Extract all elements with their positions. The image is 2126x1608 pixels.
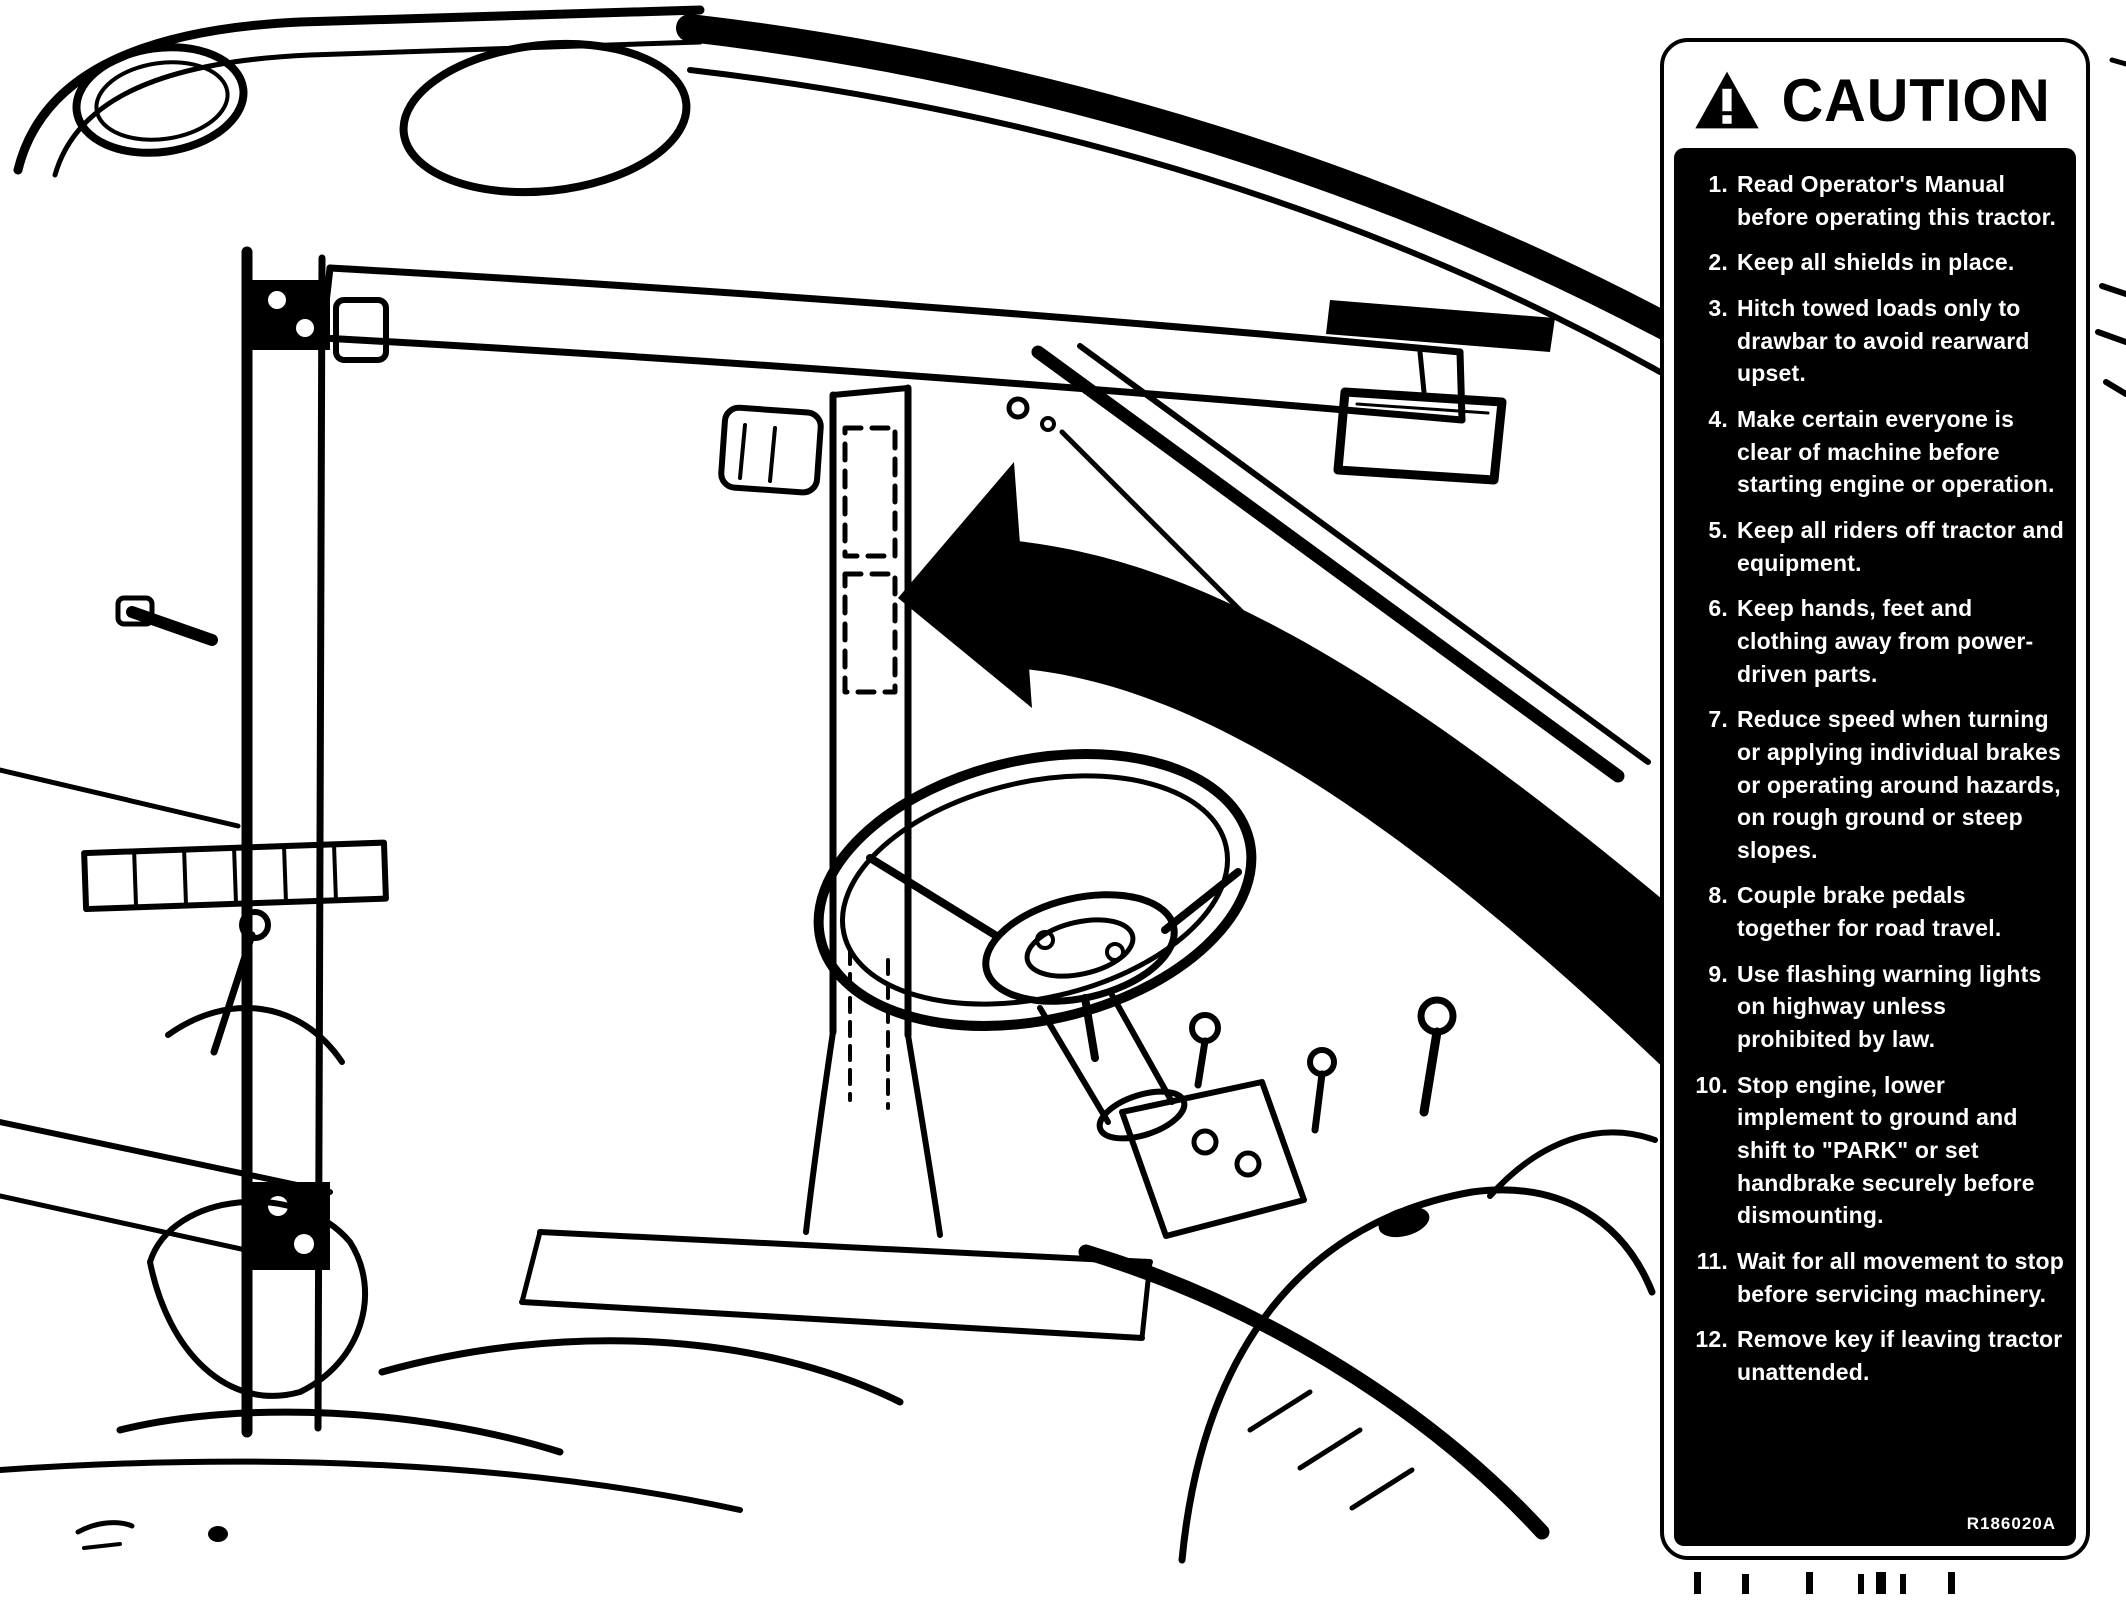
caution-item: 4. Make certain everyone is clear of mac…	[1684, 403, 2064, 501]
caution-item-number: 5.	[1708, 516, 1728, 543]
cab-roof-group	[13, 5, 1714, 496]
caution-item: 10. Stop engine, lower implement to grou…	[1684, 1069, 2064, 1232]
caution-item-number: 6.	[1708, 595, 1728, 622]
misc-marks-group	[75, 57, 2126, 1594]
caution-item: 12. Remove key if leaving tractor unatte…	[1684, 1323, 2064, 1388]
caution-item: 8. Couple brake pedals together for road…	[1684, 879, 2064, 944]
caution-decal: CAUTION 1. Read Operator's Manual before…	[1660, 38, 2090, 1560]
caution-item-number: 3.	[1708, 294, 1728, 321]
steering-wheel-group	[813, 749, 1257, 1142]
platform-group	[0, 1229, 1153, 1513]
right-console-group	[1078, 996, 1658, 1564]
caution-item-number: 2.	[1708, 249, 1728, 276]
decal-location-arrow	[898, 462, 1705, 1108]
caution-item-number: 12.	[1695, 1326, 1728, 1353]
caution-item: 6. Keep hands, feet and clothing away fr…	[1684, 592, 2064, 690]
caution-item-text: Make certain everyone is clear of machin…	[1737, 405, 2055, 498]
caution-item-number: 4.	[1708, 405, 1728, 432]
caution-item: 1. Read Operator's Manual before operati…	[1684, 168, 2064, 233]
caution-header: CAUTION	[1674, 52, 2076, 148]
caution-body: 1. Read Operator's Manual before operati…	[1674, 148, 2076, 1546]
caution-item-text: Hitch towed loads only to drawbar to avo…	[1737, 294, 2030, 387]
left-window-group	[0, 595, 389, 1399]
caution-item-text: Keep all shields in place.	[1737, 249, 2015, 276]
caution-item-number: 1.	[1708, 171, 1728, 197]
caution-item-text: Keep all riders off tractor and equipmen…	[1737, 516, 2064, 576]
caution-item-text: Use flashing warning lights on highway u…	[1737, 960, 2042, 1053]
warning-triangle-icon	[1695, 71, 1759, 129]
decal-part-number: R186020A	[1966, 1514, 2056, 1533]
caution-item: 11. Wait for all movement to stop before…	[1684, 1245, 2064, 1310]
caution-item: 2. Keep all shields in place.	[1684, 246, 2064, 279]
caution-item-text: Stop engine, lower implement to ground a…	[1737, 1071, 2035, 1229]
caution-item-text: Read Operator's Manual before operating …	[1737, 171, 2057, 230]
caution-title: CAUTION	[1781, 66, 2051, 134]
caution-item-number: 11.	[1696, 1248, 1728, 1275]
caution-item-text: Couple brake pedals together for road tr…	[1737, 882, 2002, 942]
caution-item-number: 9.	[1708, 960, 1728, 987]
caution-item-text: Reduce speed when turning or applying in…	[1737, 706, 2062, 863]
caution-item-number: 8.	[1708, 882, 1728, 909]
steering-column-decal-group	[803, 384, 943, 1238]
caution-item-number: 7.	[1708, 706, 1728, 733]
caution-item: 9. Use flashing warning lights on highwa…	[1684, 958, 2064, 1056]
caution-item: 7. Reduce speed when turning or applying…	[1684, 703, 2064, 866]
windshield-mirror-group	[1031, 343, 1651, 783]
caution-item-text: Keep hands, feet and clothing away from …	[1737, 595, 2034, 687]
caution-item: 5. Keep all riders off tractor and equip…	[1684, 514, 2064, 579]
caution-item-text: Remove key if leaving tractor unattended…	[1737, 1326, 2063, 1385]
caution-item: 3. Hitch towed loads only to drawbar to …	[1684, 292, 2064, 390]
caution-item-text: Wait for all movement to stop before ser…	[1737, 1248, 2064, 1307]
caution-item-number: 10.	[1695, 1071, 1728, 1098]
